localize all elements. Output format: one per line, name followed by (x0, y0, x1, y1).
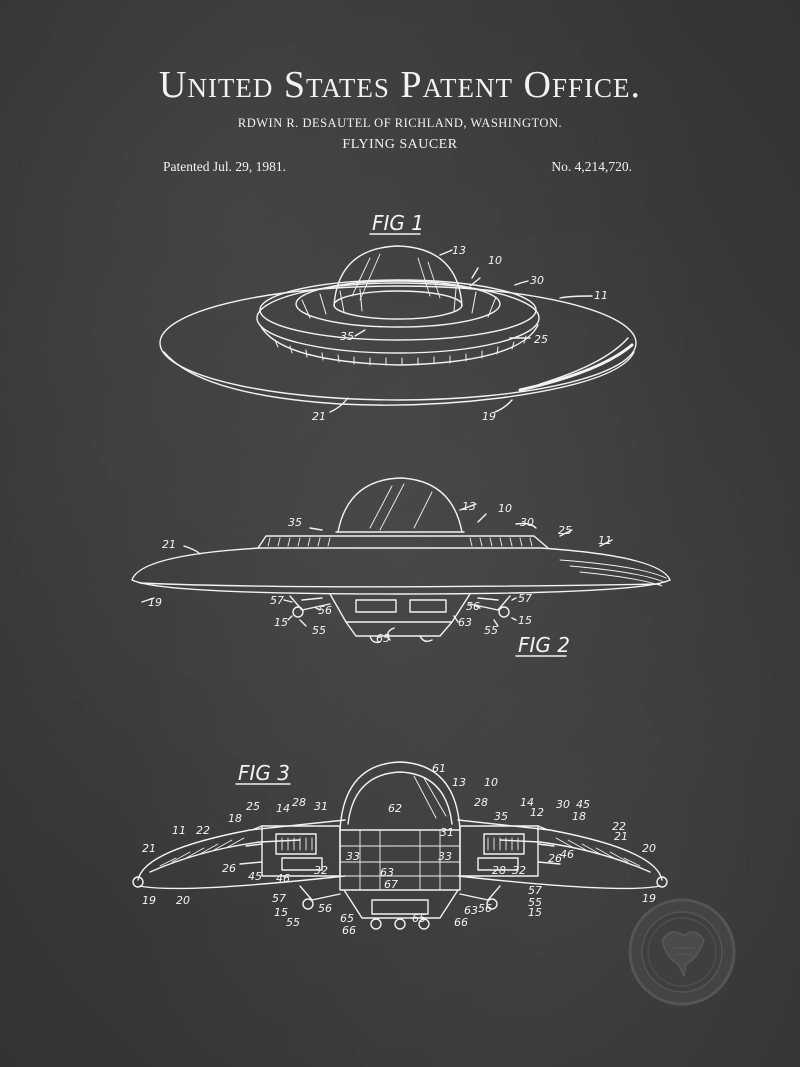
figure-3: FIG 3 (132, 761, 668, 937)
fig3-ref-66-left: 66 (342, 924, 356, 937)
fig2-ref-56-left: 56 (318, 604, 332, 617)
eagle-seal-icon (628, 898, 736, 1006)
fig3-ref-10: 10 (484, 776, 498, 789)
fig3-ref-14-right: 14 (520, 796, 534, 809)
fig3-ref-11: 11 (172, 824, 186, 837)
fig2-ref-13: 13 (462, 500, 476, 513)
patent-subject: FLYING SAUCER (342, 137, 458, 152)
fig2-ref-11: 11 (598, 534, 612, 547)
patent-number: No. 4,214,720. (551, 159, 632, 174)
fig2-label: FIG 2 (518, 633, 570, 657)
fig2-ref-55-right: 55 (484, 624, 498, 637)
fig2-landing-gear-right (469, 595, 511, 618)
fig2-ref-35: 35 (288, 516, 302, 529)
fig3-ref-63-right: 63 (464, 904, 478, 917)
fig3-ref-56-left: 56 (318, 902, 332, 915)
fig2-ref-57-right: 57 (518, 592, 532, 605)
patent-office-title: United States Patent Office. (159, 64, 641, 106)
fig1-label: FIG 1 (372, 211, 424, 235)
fig2-ref-10: 10 (498, 502, 512, 515)
fig3-landing-gear-left (299, 885, 341, 910)
fig2-ref-15-right: 15 (518, 614, 532, 627)
fig1-ref-11: 11 (594, 289, 608, 302)
fig1-ref-35: 35 (340, 330, 354, 343)
patent-header: United States Patent Office. RDWIN R. DE… (0, 0, 800, 200)
fig1-ref-13: 13 (452, 244, 466, 257)
fig3-ref-15-right: 15 (528, 906, 542, 919)
fig2-ref-56-right: 56 (466, 600, 480, 613)
fig3-ref-35-right: 35 (494, 810, 508, 823)
fig2-ref-63: 63 (458, 616, 472, 629)
fig1-ref-19: 19 (482, 410, 496, 423)
fig3-ref-65-left: 65 (340, 912, 354, 925)
fig3-ref-22-right: 22 (612, 820, 626, 833)
patent-date: Patented Jul. 29, 1981. (163, 159, 286, 174)
fig1-collar-ribs (274, 288, 527, 366)
fig3-ref-56-right: 56 (478, 902, 492, 915)
fig3-ref-20-left: 20 (176, 894, 190, 907)
fig3-ref-19-left: 19 (142, 894, 156, 907)
fig3-ref-46-right: 46 (560, 848, 574, 861)
fig3-ref-66-right: 66 (454, 916, 468, 929)
fig3-ref-61: 61 (432, 762, 446, 775)
fig3-ref-67: 67 (384, 878, 398, 891)
fig3-ref-15-left: 15 (274, 906, 288, 919)
fig3-ref-22-left: 22 (196, 824, 210, 837)
fig2-ref-15-left: 15 (274, 616, 288, 629)
fig3-hatching (159, 837, 641, 867)
fig3-ref-33-right: 33 (438, 850, 452, 863)
fig3-ref-32-right: 32 (512, 864, 526, 877)
fig2-ref-25: 25 (558, 524, 572, 537)
fig1-ref-21: 21 (312, 410, 326, 423)
fig2-ref-30: 30 (520, 516, 534, 529)
fig1-ref-10: 10 (488, 254, 502, 267)
fig3-ref-19-right: 19 (642, 892, 656, 905)
fig3-ref-25: 25 (246, 800, 260, 813)
fig3-ref-45-right: 45 (576, 798, 590, 811)
fig3-ref-65-right: 65 (412, 912, 426, 925)
figure-2: 13 10 35 30 25 21 11 19 57 56 15 55 65 6… (131, 477, 671, 657)
fig2-ref-19: 19 (148, 596, 162, 609)
fig3-label: FIG 3 (238, 761, 290, 785)
fig3-ref-13: 13 (452, 776, 466, 789)
fig3-ref-32-left: 32 (314, 864, 328, 877)
fig3-ref-14-left: 14 (276, 802, 290, 815)
fig2-landing-gear-left (289, 595, 331, 618)
fig3-ref-45-left: 45 (248, 870, 262, 883)
fig1-ref-30: 30 (530, 274, 544, 287)
fig3-ref-20-right: 20 (642, 842, 656, 855)
fig3-ref-18-left: 18 (228, 812, 242, 825)
fig3-ref-18-right: 18 (572, 810, 586, 823)
fig3-ref-12: 12 (530, 806, 544, 819)
fig2-ref-57-left: 57 (270, 594, 284, 607)
fig2-ref-55-left: 55 (312, 624, 326, 637)
inventor-line: RDWIN R. DESAUTEL OF RICHLAND, WASHINGTO… (237, 116, 563, 130)
fig3-ref-57-left: 57 (272, 892, 286, 905)
fig3-ref-46-left: 46 (276, 872, 290, 885)
fig3-ref-30: 30 (556, 798, 570, 811)
fig3-ref-57-right: 57 (528, 884, 542, 897)
fig3-ref-33-left: 33 (346, 850, 360, 863)
fig3-ref-63: 63 (380, 866, 394, 879)
fig1-ref-25: 25 (534, 333, 548, 346)
fig3-ref-31-left: 31 (314, 800, 328, 813)
fig3-ref-26-left: 26 (222, 862, 236, 875)
fig3-ref-62: 62 (388, 802, 402, 815)
fig2-ref-21: 21 (162, 538, 176, 551)
fig2-collar-ribs (267, 537, 533, 547)
fig3-ref-55-left: 55 (286, 916, 300, 929)
fig3-ref-21-right: 21 (614, 830, 628, 843)
fig3-ref-21-left: 21 (142, 842, 156, 855)
figure-1: FIG 1 13 10 30 11 35 2 (159, 211, 637, 423)
fig3-ref-55-right: 55 (528, 896, 542, 909)
fig3-ref-28-left: 28 (292, 796, 306, 809)
fig3-ref-28-lower: 28 (492, 864, 506, 877)
fig3-ref-31-right: 31 (440, 826, 454, 839)
fig3-ref-26-right: 26 (548, 852, 562, 865)
fig2-ref-65: 65 (376, 632, 390, 645)
fig3-landing-gear-right (459, 885, 501, 910)
fig3-ref-28-right: 28 (474, 796, 488, 809)
